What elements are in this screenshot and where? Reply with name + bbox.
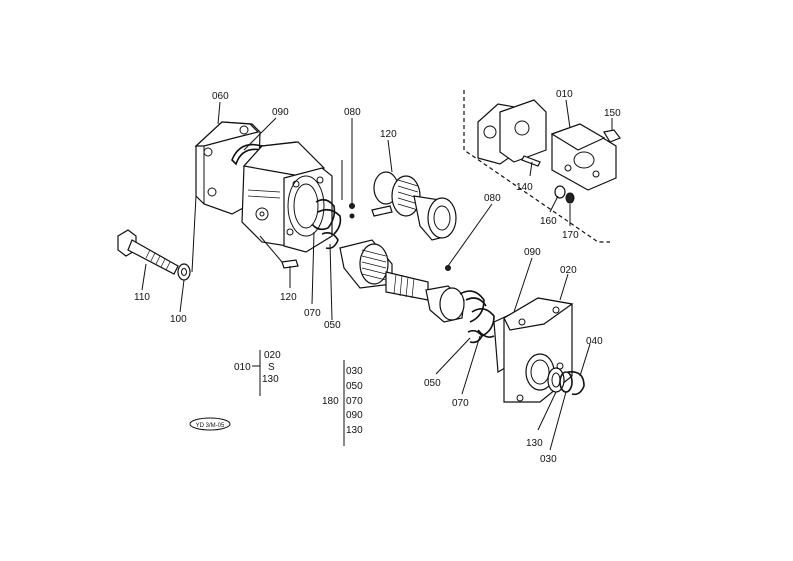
group-010-bottom: 130	[262, 374, 279, 385]
backup-ring-050-right[interactable]	[467, 329, 483, 344]
callout-050-left: 050	[324, 320, 341, 331]
group-180-item-3: 070	[346, 396, 363, 407]
group-legend-010: 010 020 S 130	[234, 350, 281, 396]
washer-160[interactable]	[554, 185, 566, 199]
pump-housing[interactable]	[241, 141, 333, 253]
seal-ring-070-right[interactable]	[471, 308, 495, 338]
group-010-top: 020	[264, 350, 281, 361]
callout-060: 060	[212, 91, 229, 102]
callout-170: 170	[562, 230, 579, 241]
callout-070-right: 070	[452, 398, 469, 409]
callout-120-lower: 120	[280, 292, 297, 303]
driven-gear-upper[interactable]	[373, 171, 457, 241]
callout-080-top: 080	[344, 107, 361, 118]
inset-dashed-border	[463, 90, 610, 243]
nut-170[interactable]	[565, 192, 575, 204]
group-legend-180: 180 030 050 070 090 130	[322, 360, 363, 446]
dowel-pin-120-lower[interactable]	[281, 259, 299, 269]
figure-code-badge: YD 3/M-05	[189, 417, 231, 431]
retaining-ring-040[interactable]	[567, 370, 585, 396]
callout-labels: 060 090 080 120 010 150 140 160 170 080 …	[134, 89, 621, 465]
callout-030: 030	[540, 454, 557, 465]
figure-code-text: YD 3/M-05	[196, 423, 225, 429]
bolt-110[interactable]	[117, 229, 179, 275]
bolt-150[interactable]	[603, 129, 621, 143]
leader-lines	[141, 99, 613, 451]
drive-gear-shaft[interactable]	[339, 239, 465, 323]
group-180-item-5: 130	[346, 425, 363, 436]
callout-120-top: 120	[380, 129, 397, 140]
callout-050-right: 050	[424, 378, 441, 389]
group-180-item-1: 030	[346, 366, 363, 377]
callout-020: 020	[560, 265, 577, 276]
inset-pump-assembly[interactable]	[477, 99, 617, 191]
group-180-head: 180	[322, 396, 339, 407]
washer-100[interactable]	[177, 263, 191, 281]
group-180-item-2: 050	[346, 381, 363, 392]
callout-040: 040	[586, 336, 603, 347]
group-180-item-4: 090	[346, 410, 363, 421]
callout-110: 110	[134, 292, 150, 303]
pin-080-lower[interactable]	[445, 265, 451, 271]
callout-070-left: 070	[304, 308, 321, 319]
callout-130: 130	[526, 438, 543, 449]
callout-090-front: 090	[272, 107, 289, 118]
callout-090-rear: 090	[524, 247, 541, 258]
callout-150: 150	[604, 108, 621, 119]
dowel-pin-120-top[interactable]	[371, 205, 393, 217]
callout-100: 100	[170, 314, 187, 325]
callout-160: 160	[540, 216, 557, 227]
group-010-head: 010	[234, 362, 251, 373]
seal-ring-070-left[interactable]	[311, 198, 342, 235]
callout-080-lower: 080	[484, 193, 501, 204]
callout-140: 140	[516, 182, 533, 193]
group-010-sep: S	[268, 362, 275, 373]
callout-010-inset: 010	[556, 89, 573, 100]
seal-ring-050-right[interactable]	[459, 290, 487, 323]
